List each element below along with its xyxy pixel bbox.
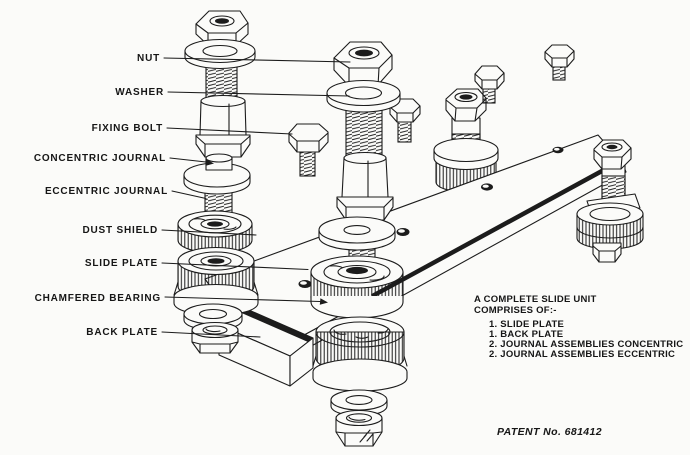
note-item-3: 2. JOURNAL ASSEMBLIES CONCENTRIC [489,339,683,350]
chamfered-bearing-part-1-middle [310,255,404,319]
note-title-line-2: COMPRISES OF:- [474,305,557,316]
leader-arrow-chamfered-bearing [319,298,328,305]
hex-nut-part [195,10,249,47]
chamfered-bearing-part-2-middle [312,316,408,392]
eccentric-journal-part-middle [336,151,394,221]
label-chamfered-bearing: CHAMFERED BEARING [35,293,161,304]
leader-line-nut [163,57,351,63]
leader-line-fixing-bolt [166,127,293,135]
label-concentric-journal: CONCENTRIC JOURNAL [34,153,166,164]
leader-line-dust-shield [161,229,257,236]
patent-number: PATENT No. 681412 [497,426,602,438]
part-labels: NUT WASHER FIXING BOLT CONCENTRIC JOURNA… [34,53,168,338]
eccentric-journal-part [183,153,251,217]
fixing-bolt-loose-a [389,98,421,143]
leader-line-eccentric-journal [171,190,207,200]
slide-plate-shadow-stripe [371,161,617,298]
leader-arrow-concentric-journal [205,159,214,166]
label-eccentric-journal: ECCENTRIC JOURNAL [45,186,168,197]
label-fixing-bolt: FIXING BOLT [92,123,163,134]
leader-line-back-plate [161,331,261,338]
label-washer: WASHER [115,87,164,98]
left-exploded-journal-stack [173,10,259,354]
journal-assembly-eccentric-installed-2 [576,139,644,263]
label-back-plate: BACK PLATE [86,327,158,338]
fixing-bolt-part [288,123,329,177]
fixing-bolt-loose-c [544,44,575,81]
label-nut: NUT [137,53,160,64]
label-slide-plate: SLIDE PLATE [85,258,158,269]
note-item-1: 1. SLIDE PLATE [489,319,564,330]
leader-lines [161,57,351,338]
leader-line-chamfered-bearing [164,296,321,303]
leader-line-concentric-journal [169,157,207,163]
label-dust-shield: DUST SHIELD [83,225,158,236]
dust-shield-part [177,210,253,254]
leader-line-washer [167,91,350,97]
note-item-4: 2. JOURNAL ASSEMBLIES ECCENTRIC [489,349,675,360]
fixing-bolt-loose-b [474,65,505,104]
note-block: A COMPLETE SLIDE UNIT COMPRISES OF:- 1. … [474,294,683,360]
middle-exploded-journal-stack [310,41,408,447]
hex-nut-part-middle [333,41,393,87]
washer-part-middle [326,79,401,113]
concentric-journal-part [195,94,251,158]
leader-line-slide-plate [161,262,309,271]
journal-assembly-concentric-installed-1 [433,88,499,193]
note-title-line-1: A COMPLETE SLIDE UNIT [474,294,597,305]
bottom-nut-part-left [191,321,239,354]
washer-part [184,38,256,70]
slide-plate-holes [298,146,564,288]
note-item-2: 1. BACK PLATE [489,329,563,340]
bottom-nut-part-middle [335,409,383,447]
